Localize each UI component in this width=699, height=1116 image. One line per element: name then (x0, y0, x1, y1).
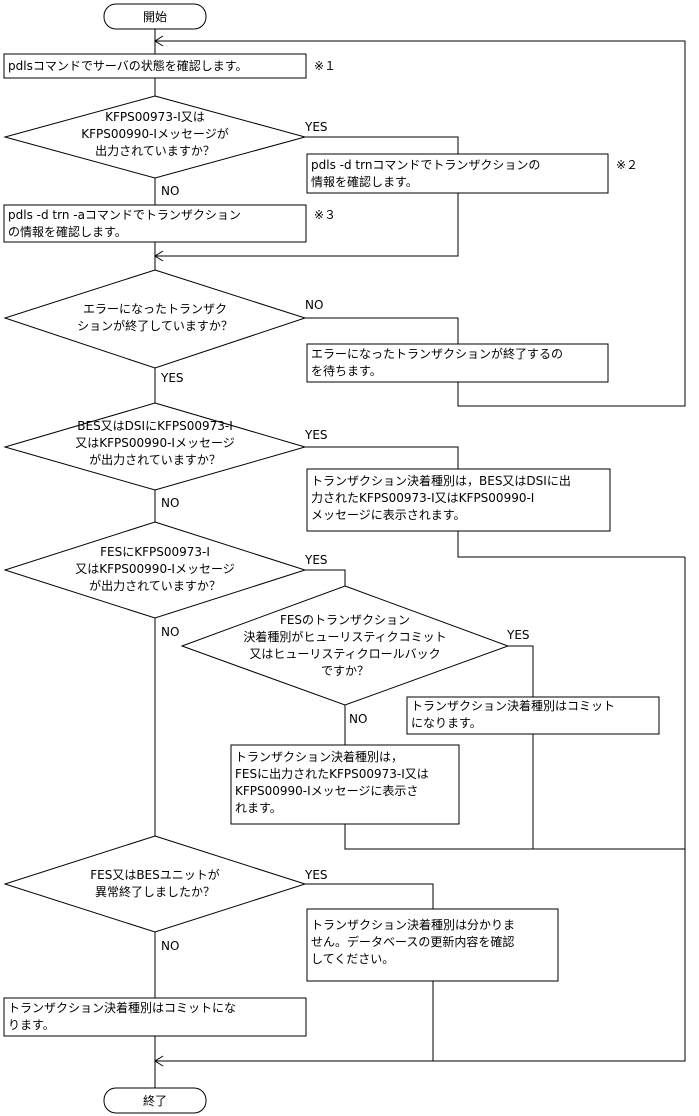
process-commit-final-line2: ります。 (8, 1018, 55, 1032)
decision-bes-dsi-message-line1: BES又はDSIにKFPS00973-I (77, 419, 233, 433)
d1-yes-label: YES (304, 120, 328, 134)
connectors (154, 29, 686, 1088)
process-fes-result-line1: トランザクション決着種別は， (235, 749, 403, 764)
decision-error-trn-finished (3, 269, 307, 369)
arrow-mid-merge (154, 250, 164, 262)
process-check-trn-all-line1: pdls -d trn -aコマンドでトランザクション (8, 208, 241, 222)
d3-yes-label: YES (304, 428, 328, 442)
process-check-trn-all-line2: の情報を確認します。 (8, 224, 127, 239)
decision-fes-heuristic (180, 585, 510, 706)
process-unknown-result-line3: してください。 (311, 952, 394, 966)
d2-no-label: NO (305, 298, 323, 312)
d4-yes-label: YES (304, 553, 328, 567)
note-3: ※３ (314, 208, 336, 222)
process-wait-trn-line1: エラーになったトランザクションが終了するの (311, 346, 563, 361)
decision-fes-message (3, 521, 307, 619)
process-bes-dsi-result-line2: 力されたKFPS00973-I又はKFPS00990-I (311, 491, 534, 505)
decision-fes-heuristic-line1: FESのトランザクション (280, 613, 410, 627)
decision-unit-abnormal (3, 835, 307, 933)
decision-fes-heuristic-line2: 決着種別がヒューリスティクコミット (243, 629, 446, 644)
decision-fes-message-line3: が出力されていますか？ (89, 578, 221, 593)
d4-no-label: NO (161, 625, 179, 639)
decision-message-output-line1: KFPS00973-I又は (105, 110, 205, 124)
arrow-bottom-merge (154, 1055, 164, 1067)
decision-unit-abnormal-line2: 異常終了しましたか？ (95, 884, 215, 899)
decision-error-trn-finished-line1: エラーになったトランザク (83, 302, 227, 316)
decision-message-output-line3: 出力されていますか？ (95, 144, 215, 158)
process-bes-dsi-result-line3: メッセージに表示されます。 (311, 508, 466, 522)
end-label: 終了 (143, 1093, 167, 1108)
decision-message-output-line2: KFPS00990-Iメッセージが (81, 126, 228, 141)
decision-message-output (3, 95, 307, 179)
d3-no-label: NO (161, 496, 179, 510)
decision-fes-message-line2: 又はKFPS00990-Iメッセージ (75, 562, 234, 576)
process-commit-fes (406, 696, 660, 735)
decision-bes-dsi-message (3, 402, 307, 491)
process-fes-result (230, 744, 460, 825)
process-fes-result-line4: れます。 (235, 801, 282, 815)
process-commit-final (3, 997, 307, 1037)
decision-unit-abnormal-line1: FES又はBESユニットが (90, 867, 220, 882)
process-unknown-result-line2: せん。データベースの更新内容を確認 (311, 934, 514, 949)
start-label: 開始 (143, 10, 167, 24)
decision-error-trn-finished-line2: ションが終了していますか？ (77, 318, 233, 333)
arrow-top-merge (154, 35, 164, 47)
process-bes-dsi-result (306, 468, 611, 532)
note-1: ※１ (314, 59, 336, 73)
process-check-trn (306, 153, 609, 194)
process-unknown-result (306, 908, 559, 982)
d6-no-label: NO (161, 939, 179, 953)
start-terminal (103, 3, 207, 30)
process-commit-fes-line2: になります。 (411, 716, 482, 730)
decision-fes-heuristic-line3: 又はヒューリスティクロールバック (249, 647, 440, 661)
process-bes-dsi-result-line1: トランザクション決着種別は，BES又はDSIに出 (311, 473, 571, 488)
d1-no-label: NO (161, 184, 179, 198)
process-fes-result-line2: FESに出力されたKFPS00973-I又は (235, 767, 429, 781)
end-terminal (103, 1087, 207, 1114)
process-commit-final-line1: トランザクション決着種別はコミットにな (8, 1000, 236, 1015)
process-fes-result-line3: KFPS00990-Iメッセージに表示さ (235, 784, 418, 798)
d6-yes-label: YES (304, 868, 328, 882)
process-wait-trn (306, 343, 609, 383)
process-check-trn-all (3, 204, 307, 243)
d5-no-label: NO (349, 712, 367, 726)
process-check-trn-line2: 情報を確認します。 (311, 174, 418, 189)
decision-bes-dsi-message-line3: が出力されていますか？ (89, 452, 221, 467)
process-unknown-result-line1: トランザクション決着種別は分かりま (311, 917, 515, 932)
d5-yes-label: YES (506, 628, 530, 642)
process-commit-fes-line1: トランザクション決着種別はコミット (411, 698, 615, 713)
note-2: ※２ (616, 158, 638, 172)
decision-bes-dsi-message-line2: 又はKFPS00990-Iメッセージ (75, 436, 234, 450)
merge-arrows (154, 35, 164, 1067)
process-check-server (3, 53, 307, 79)
d2-yes-label: YES (160, 371, 184, 385)
process-check-server-text: pdlsコマンドでサーバの状態を確認します。 (8, 58, 248, 73)
decision-fes-heuristic-line4: ですか？ (321, 664, 369, 678)
process-check-trn-line1: pdls -d trnコマンドでトランザクションの (311, 158, 540, 172)
process-wait-trn-line2: を待ちます。 (311, 364, 382, 378)
decision-fes-message-line1: FESにKFPS00973-I (100, 545, 210, 559)
